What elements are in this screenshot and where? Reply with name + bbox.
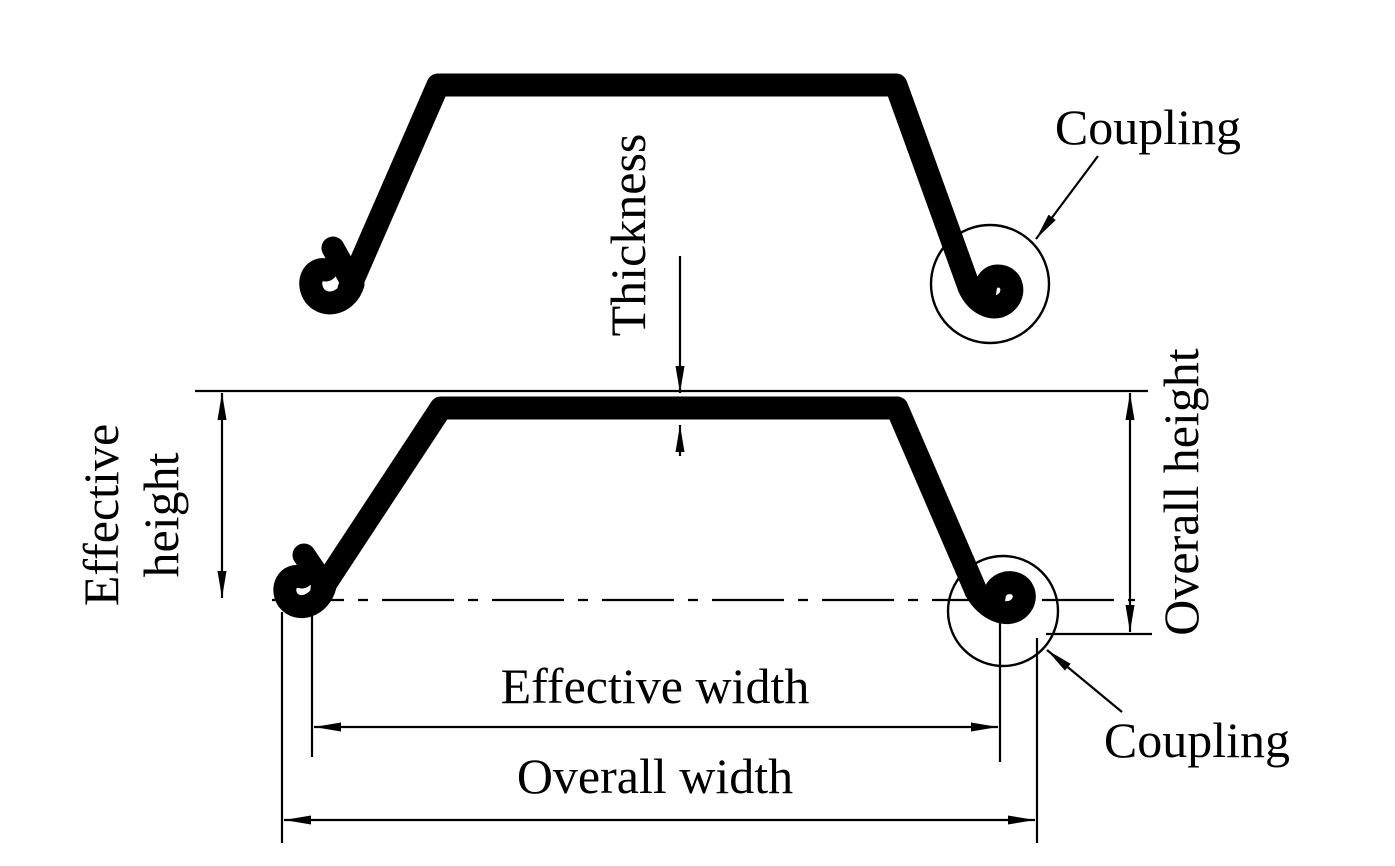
- coupling-label-top: Coupling: [1055, 99, 1241, 155]
- lower-pile-profile: [310, 396, 988, 603]
- overall-height-label: Overall height: [1153, 348, 1209, 636]
- coupling-label-bottom: Coupling: [1104, 712, 1290, 768]
- coupling-callout-circle-bottom: [946, 554, 1060, 668]
- coupling-arrow-bottom: [1046, 649, 1123, 713]
- lower-pile: [273, 396, 1036, 624]
- thickness-label: Thickness: [600, 134, 656, 337]
- effective-height-label-line2: height: [133, 452, 189, 577]
- upper-pile-left-interlock: [299, 236, 365, 315]
- upper-pile: [299, 73, 1024, 319]
- lower-pile-right-interlock: [964, 571, 1036, 624]
- upper-pile-right-interlock: [957, 264, 1024, 319]
- overall-width-label: Overall width: [517, 748, 793, 804]
- coupling-arrow-top: [1035, 155, 1099, 240]
- effective-width-label: Effective width: [501, 658, 810, 714]
- upper-pile-profile: [337, 73, 981, 301]
- effective-height-label-line1: Effective: [73, 424, 129, 606]
- lower-pile-left-interlock: [273, 543, 337, 619]
- coupling-callout-circle-top: [929, 223, 1051, 345]
